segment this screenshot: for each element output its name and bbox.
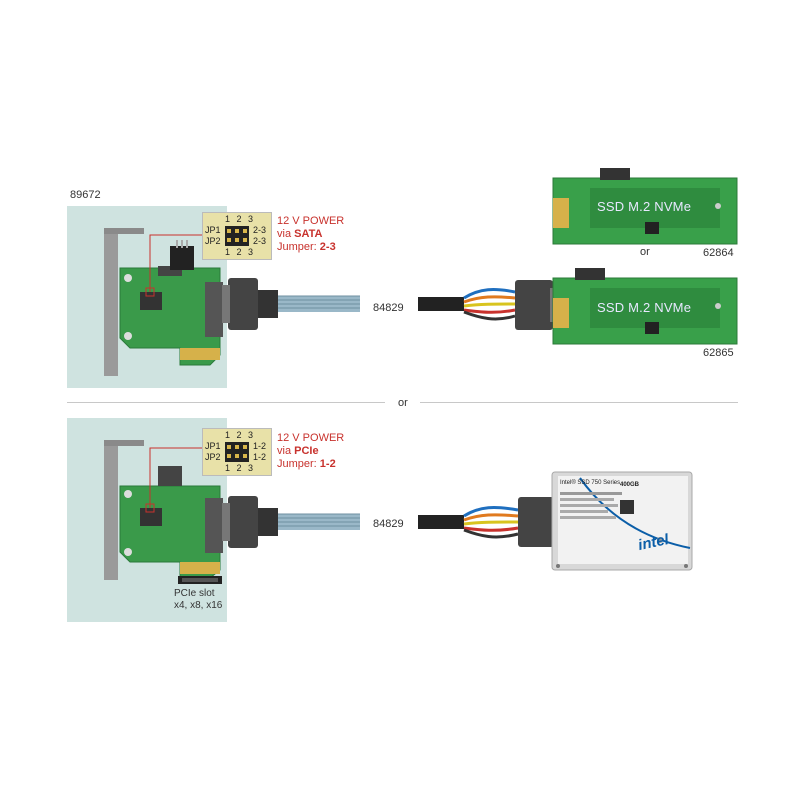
bottom-jumper-value: 1-2 [319, 458, 336, 470]
top-callout-marker [145, 287, 155, 297]
top-board-62864 [552, 168, 738, 245]
bottom-cable-id: 84829 [373, 518, 404, 530]
bottom-power-line1: 12 V POWER [277, 432, 345, 444]
top-sata-power-plug [170, 240, 194, 270]
board-62864-id: 62864 [703, 247, 734, 259]
top-jumper-pins [225, 226, 249, 246]
bottom-jumper-line: Jumper: 1-2 [277, 458, 336, 470]
top-jumper-value: 2-3 [319, 241, 336, 253]
bottom-cable-left [222, 496, 360, 548]
top-cable-right [418, 280, 558, 330]
bottom-adapter-card [119, 466, 223, 579]
top-power-source: SATA [294, 228, 323, 240]
bottom-power-note: 12 V POWER via PCIe Jumper: 1-2 [277, 432, 344, 471]
intel-ssd-drive [551, 471, 693, 571]
bottom-jumper-setting-2: 1-2 [253, 452, 267, 462]
divider-right [420, 402, 738, 403]
board-62865-text: SSD M.2 NVMe [597, 300, 692, 315]
or-between-boards: or [640, 246, 650, 258]
top-jumper-setting-1: 2-3 [253, 225, 267, 235]
top-power-line1: 12 V POWER [277, 215, 345, 227]
top-jumper-setting-2: 2-3 [253, 236, 267, 246]
bottom-cable-right [418, 497, 554, 547]
pcie-slot-label-line2: x4, x8, x16 [174, 600, 223, 611]
top-cable-id: 84829 [373, 302, 404, 314]
pcie-slot-label-line1: PCIe slot [174, 588, 215, 599]
board-62864-text: SSD M.2 NVMe [597, 199, 692, 214]
top-adapter-card [119, 266, 223, 366]
divider-left [67, 402, 385, 403]
top-jumper-jp1: JP1 [205, 225, 221, 235]
top-jumper-cols-top: 1 2 3 [225, 214, 256, 224]
product-id-89672: 89672 [70, 189, 101, 201]
top-cable-left [222, 278, 360, 330]
top-jumper-jp2: JP2 [205, 236, 221, 246]
intel-ssd-model: Intel® SSD 750 Series [560, 480, 621, 486]
board-62865-id: 62865 [703, 347, 734, 359]
bottom-callout-marker [145, 503, 155, 513]
bottom-jumper-jp2: JP2 [205, 452, 221, 462]
top-power-source-line: via SATA [277, 228, 323, 240]
bottom-jumper-cols-top: 1 2 3 [225, 430, 256, 440]
bottom-jumper-cols-bottom: 1 2 3 [225, 463, 256, 473]
pcie-slot [178, 576, 222, 584]
bottom-callout-line [149, 447, 202, 508]
bottom-pci-bracket [104, 440, 144, 580]
top-jumper-cols-bottom: 1 2 3 [225, 247, 256, 257]
intel-ssd-capacity: 400GB [620, 482, 640, 488]
bottom-power-source: PCIe [294, 445, 319, 457]
top-jumper-diagram: 1 2 3 JP1 JP2 2-3 2-3 1 2 3 [202, 212, 272, 260]
bottom-jumper-jp1: JP1 [205, 441, 221, 451]
top-board-62865 [552, 268, 738, 345]
bottom-jumper-diagram: 1 2 3 JP1 JP2 1-2 1-2 1 2 3 [202, 428, 272, 476]
top-jumper-line: Jumper: 2-3 [277, 241, 336, 253]
bottom-jumper-setting-1: 1-2 [253, 441, 267, 451]
top-power-note: 12 V POWER via SATA Jumper: 2-3 [277, 215, 344, 254]
top-pci-bracket [104, 228, 144, 376]
top-callout-line [149, 234, 202, 292]
divider-or: or [398, 397, 408, 409]
bottom-jumper-pins [225, 442, 249, 462]
bottom-power-source-line: via PCIe [277, 445, 319, 457]
